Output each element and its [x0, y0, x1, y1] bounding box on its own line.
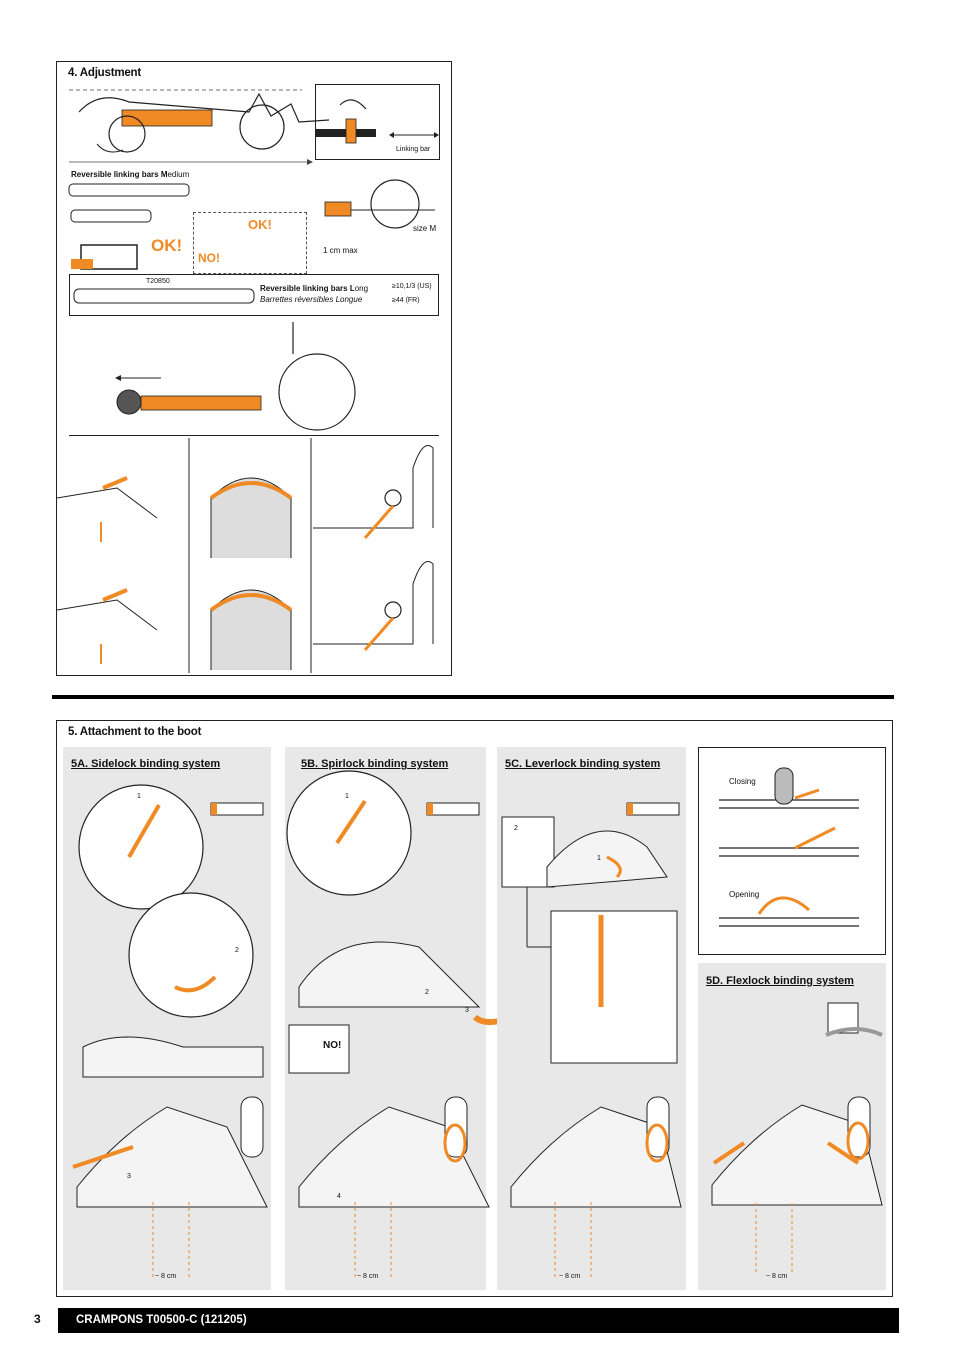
sidelock-panel: 5A. Sidelock binding system 1 2 3 ~ 8 cm [63, 747, 271, 1290]
spirlock-illustration [286, 770, 516, 1277]
long-bars-title: Reversible linking bars Long [260, 284, 368, 293]
closing-label: Closing [729, 777, 756, 786]
section-5-panel: 5. Attachment to the boot 5A. Sidelock b… [56, 720, 893, 1297]
ref-code: T20850 [146, 278, 170, 285]
flexlock-distance: ~ 8 cm [766, 1273, 788, 1280]
linking-bar-inset: Linking bar [315, 84, 440, 160]
spirlock-title: 5B. Spirlock binding system [301, 758, 449, 770]
sidelock-title: 5A. Sidelock binding system [71, 758, 221, 770]
leverlock-step-2: 2 [514, 825, 518, 832]
closing-opening-diagram [719, 767, 859, 927]
medium-bars-title: Reversible linking bars Medium [71, 170, 189, 179]
flexlock-illustration [711, 1002, 883, 1275]
long-linking-bar [73, 288, 255, 304]
flexlock-panel: 5D. Flexlock binding system ~ 8 cm [698, 963, 886, 1290]
medium-bars-title-bold: Reversible linking bars M [71, 170, 168, 179]
saw-illustration [71, 244, 138, 270]
spirlock-distance: ~ 8 cm [357, 1273, 379, 1280]
medium-bars-title-rest: edium [167, 170, 190, 179]
wrench-illustration [115, 322, 356, 431]
size-adjust-illustration [324, 179, 435, 229]
no-label-inset: NO! [198, 251, 220, 265]
linking-bar-label: Linking bar [396, 146, 431, 153]
page-number: 3 [34, 1312, 41, 1326]
footer-doc-title: CRAMPONS T00500-C (121205) [76, 1314, 247, 1326]
long-bars-box: T20850 Reversible linking bars Long Barr… [69, 274, 439, 316]
ok-label-inset: OK! [248, 217, 272, 232]
size-us: ≥10,1/3 (US) [392, 283, 432, 290]
spirlock-panel: 5B. Spirlock binding system NO! 1 2 3 4 … [285, 747, 516, 1290]
max-label: 1 cm max [323, 246, 358, 255]
divider [69, 435, 439, 436]
leverlock-panel: 5C. Leverlock binding system 2 1 ~ 8 cm [497, 747, 686, 1290]
section-5-title: 5. Attachment to the boot [68, 726, 202, 738]
closing-opening-inset: Closing Opening [698, 747, 886, 955]
leverlock-step-1: 1 [597, 855, 601, 862]
section-4-panel: 4. Adjustment Linking bar Reversible lin… [56, 61, 452, 676]
long-bars-subtitle: Barrettes réversibles Longue [260, 295, 363, 304]
sidelock-step-3: 3 [127, 1173, 131, 1180]
leverlock-distance: ~ 8 cm [559, 1273, 581, 1280]
ok-no-inset: OK! NO! [193, 212, 307, 274]
spirlock-no-label: NO! [323, 1040, 342, 1051]
sidelock-distance: ~ 8 cm [155, 1273, 177, 1280]
spirlock-step-3: 3 [465, 1007, 469, 1014]
opening-label: Opening [729, 890, 760, 899]
long-bars-title-rest: ong [354, 284, 369, 293]
flexlock-title: 5D. Flexlock binding system [706, 975, 854, 987]
ok-label-saw: OK! [151, 236, 183, 255]
sidelock-step-2: 2 [235, 947, 239, 954]
crampon-adjustment-illustration [69, 89, 330, 165]
spirlock-step-1: 1 [345, 793, 349, 800]
size-fr: ≥44 (FR) [392, 297, 420, 304]
footer-bar: CRAMPONS T00500-C (121205) [58, 1308, 899, 1333]
long-bars-title-bold: Reversible linking bars L [260, 284, 355, 293]
section-separator [52, 695, 894, 699]
spirlock-step-2: 2 [425, 989, 429, 996]
toe-heel-fit-illustrations [56, 438, 434, 673]
medium-linking-bars [68, 183, 190, 223]
linking-bar-diagram [316, 99, 439, 144]
leverlock-illustration [501, 802, 682, 1277]
sidelock-illustration [72, 784, 268, 1277]
leverlock-title: 5C. Leverlock binding system [505, 758, 661, 770]
section-4-title: 4. Adjustment [68, 67, 142, 79]
size-label: size M [413, 224, 437, 233]
sidelock-step-1: 1 [137, 793, 141, 800]
spirlock-step-4: 4 [337, 1193, 341, 1200]
